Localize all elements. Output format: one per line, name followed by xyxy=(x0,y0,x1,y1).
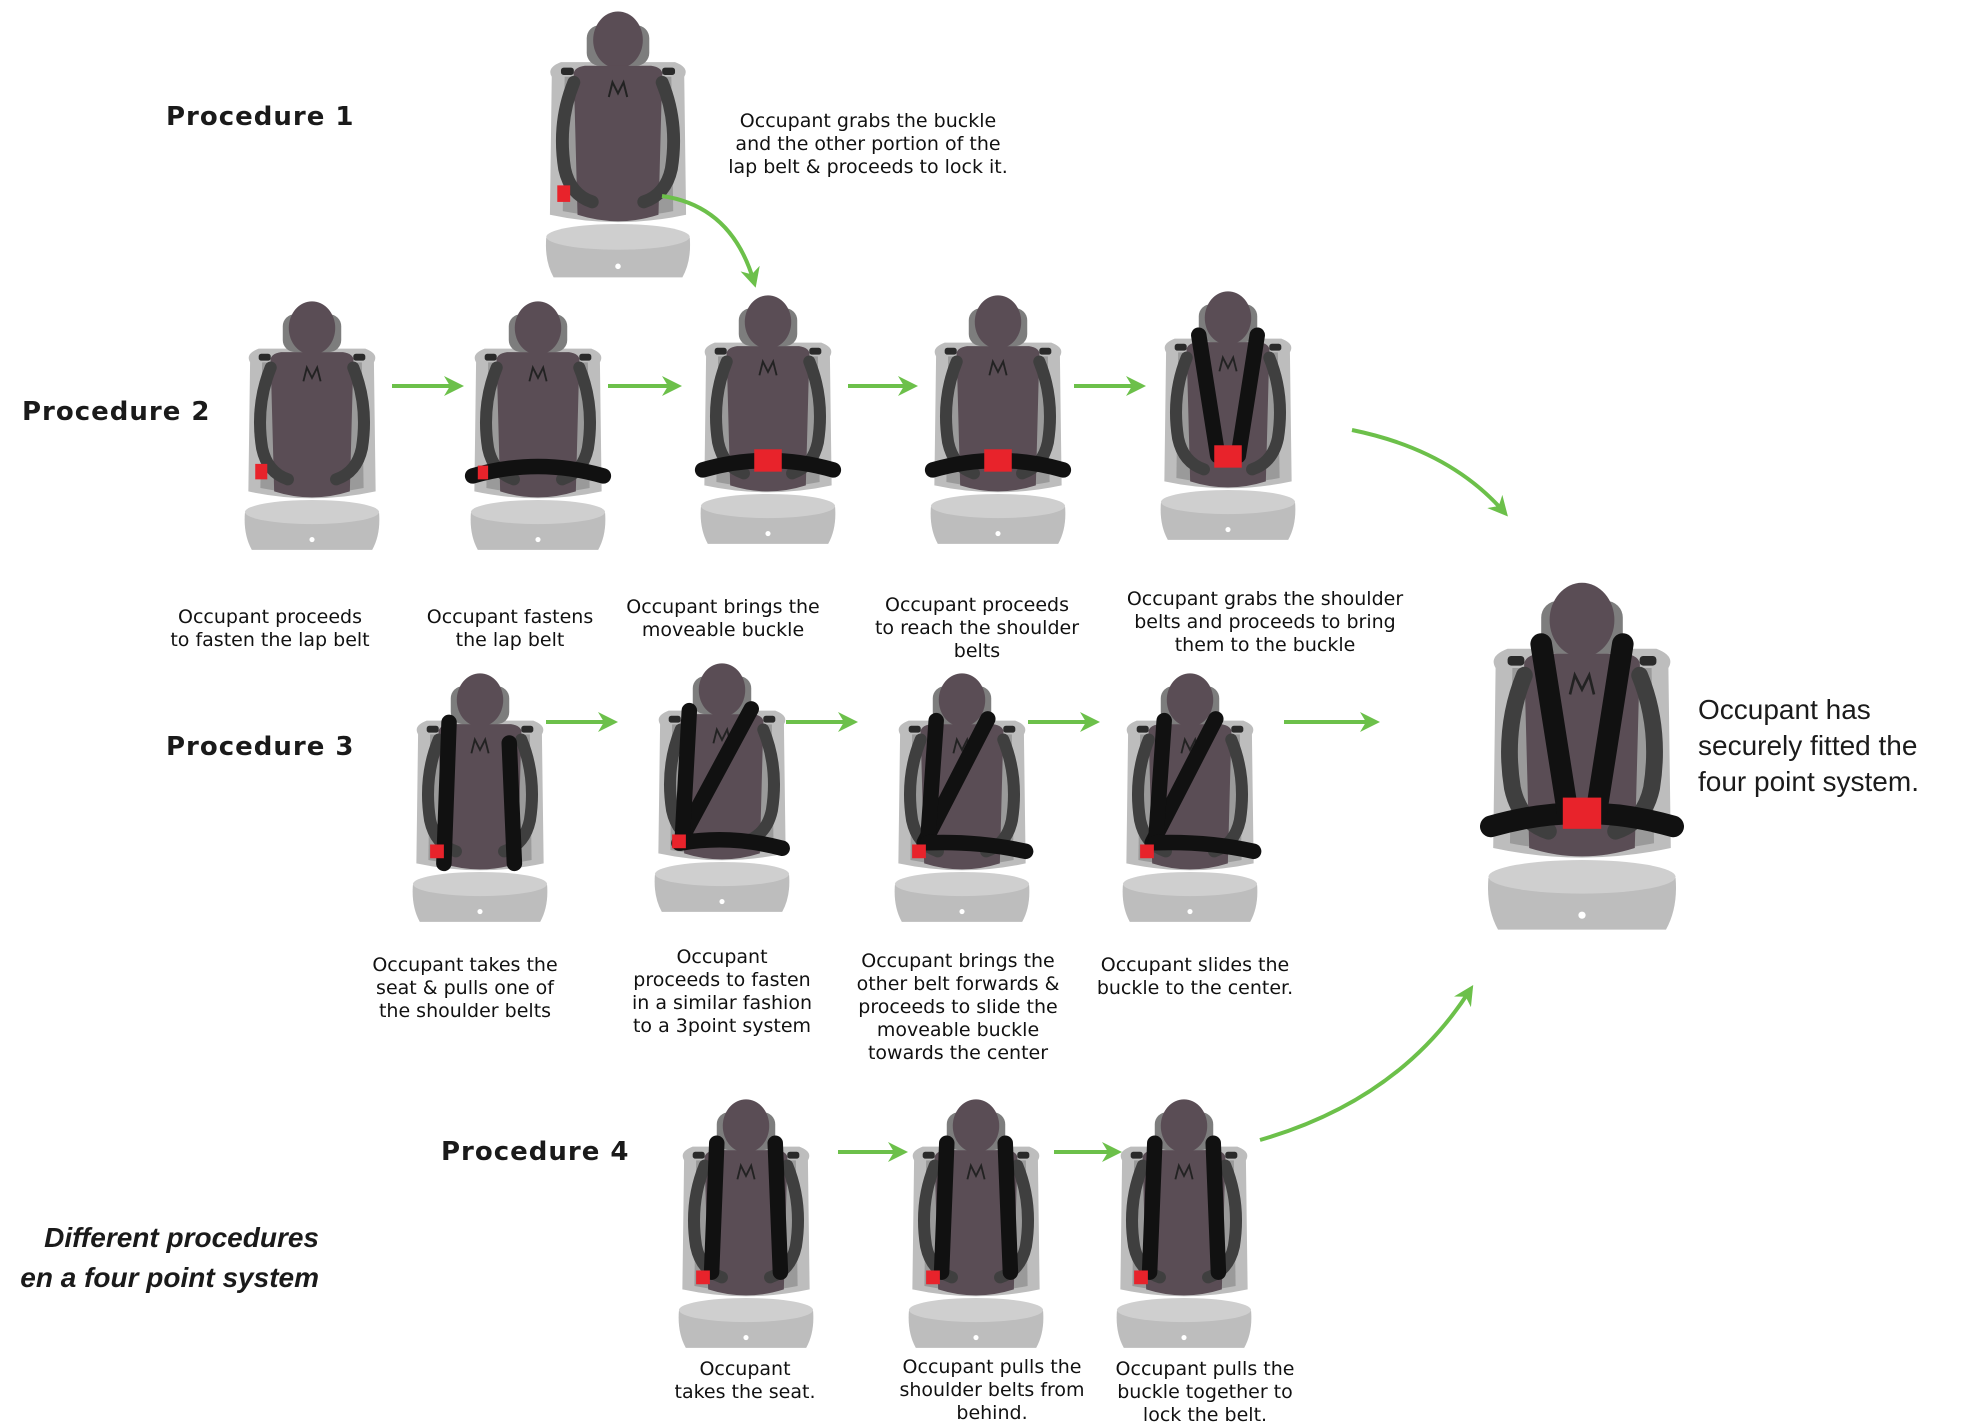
procedure-3-step-3-figure xyxy=(894,673,1034,922)
procedure-4-step-3-figure xyxy=(1116,1099,1252,1348)
arrow-p2-to-final xyxy=(1351,428,1508,517)
procedure-4-step-2-figure xyxy=(908,1099,1044,1348)
procedure-2-label: Procedure 2 xyxy=(22,397,211,427)
final-result-figure xyxy=(1479,582,1685,930)
procedure-3-step-1-caption: Occupant takes the seat & pulls one of t… xyxy=(372,954,558,1022)
procedure-3-step-2-figure xyxy=(654,663,790,912)
procedure-2-step-2-caption: Occupant fastens the lap belt xyxy=(426,606,594,651)
procedure-4-step-1-figure xyxy=(678,1099,814,1348)
procedure-4-step-1-caption: Occupant takes the seat. xyxy=(674,1358,816,1403)
arrow-p4-to-final xyxy=(1259,984,1474,1142)
procedure-3-step-1-figure xyxy=(412,673,548,922)
procedure-3-step-3-caption: Occupant brings the other belt forwards … xyxy=(856,950,1060,1064)
arrow-procedure-1-to-2 xyxy=(661,194,760,288)
procedure-4-step-3-caption: Occupant pulls the buckle together to lo… xyxy=(1115,1358,1295,1426)
procedure-4-label: Procedure 4 xyxy=(441,1137,630,1167)
procedure-4-step-2-caption: Occupant pulls the shoulder belts from b… xyxy=(899,1356,1085,1424)
procedure-3-label: Procedure 3 xyxy=(166,732,355,762)
procedure-2-step-1-caption: Occupant proceeds to fasten the lap belt xyxy=(170,606,370,651)
procedure-1-step-1-caption: Occupant grabs the buckle and the other … xyxy=(728,110,1008,178)
procedure-3-step-4-figure xyxy=(1122,673,1262,922)
procedure-3-step-2-caption: Occupant proceeds to fasten in a similar… xyxy=(632,946,812,1037)
figure-caption: Different procedures en a four point sys… xyxy=(20,1222,319,1293)
procedure-2-step-5-figure xyxy=(1160,291,1296,540)
procedure-2-step-4-figure xyxy=(924,295,1072,544)
procedure-1-figure xyxy=(545,11,691,278)
final-result-caption: Occupant has securely fitted the four po… xyxy=(1698,694,1919,797)
procedure-1-label: Procedure 1 xyxy=(166,102,355,132)
procedure-2-step-2-figure xyxy=(464,301,612,550)
procedure-2-step-4-caption: Occupant proceeds to reach the shoulder … xyxy=(874,594,1080,662)
procedure-2-step-5-caption: Occupant grabs the shoulder belts and pr… xyxy=(1126,588,1404,656)
procedure-3-step-4-caption: Occupant slides the buckle to the center… xyxy=(1096,954,1294,999)
procedure-2-step-1-figure xyxy=(244,301,380,550)
procedure-2-step-3-caption: Occupant brings the moveable buckle xyxy=(626,596,820,641)
procedure-2-step-3-figure xyxy=(694,295,842,544)
